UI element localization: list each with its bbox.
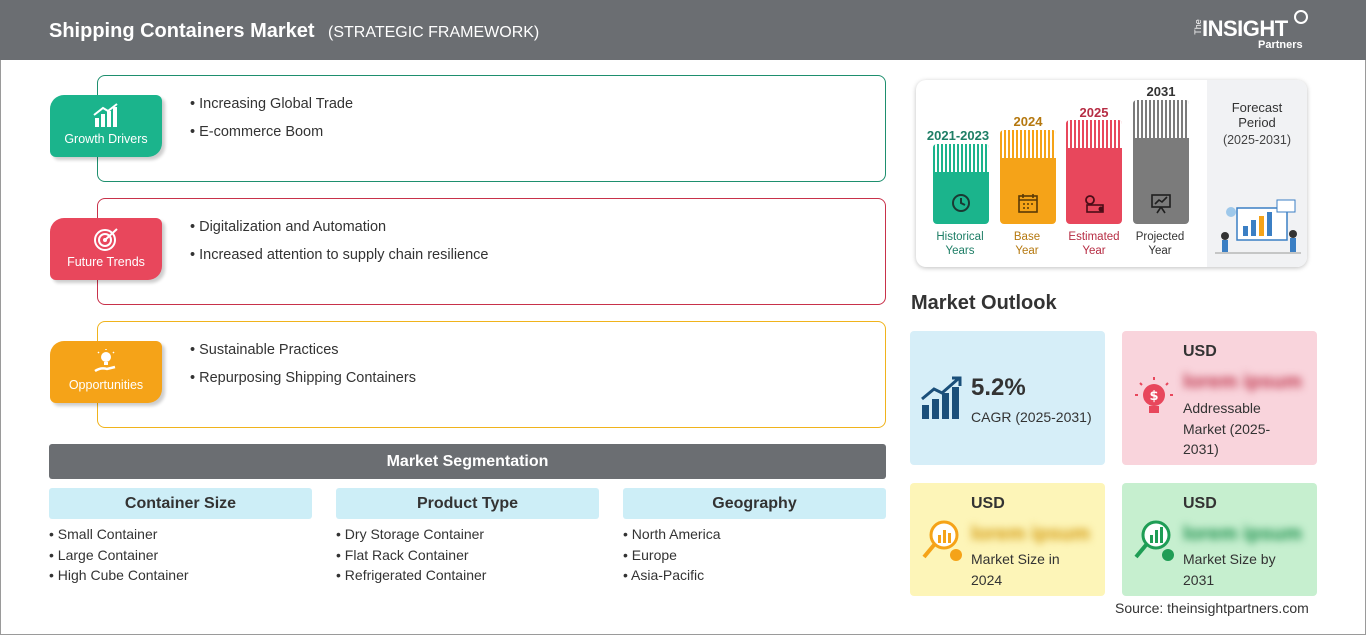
currency-label: USD: [1183, 343, 1217, 360]
money-lightbulb-icon: $: [1135, 377, 1173, 413]
list-item: Small Container: [49, 526, 312, 547]
page-title: Shipping Containers Market: [49, 20, 315, 42]
currency-label: USD: [1183, 495, 1217, 512]
logo-magnifier-icon: [1294, 10, 1308, 24]
market-outlook-title: Market Outlook: [911, 292, 1057, 314]
lightbulb-hand-icon: [94, 349, 116, 373]
estimate-gear-icon: [1085, 195, 1104, 213]
presentation-icon: [1151, 194, 1171, 214]
segmentation-header: Market Segmentation: [49, 444, 886, 479]
rising-bars-icon: [921, 376, 962, 419]
magnifier-growth-icon: [1134, 520, 1174, 561]
list-item: Increased attention to supply chain resi…: [190, 247, 488, 263]
future-trends-card: Digitalization and Automation Increased …: [97, 198, 886, 305]
history-icon: [952, 194, 970, 212]
calendar-icon: [1018, 194, 1038, 213]
opportunities-card: Sustainable Practices Repurposing Shippi…: [97, 321, 886, 428]
target-icon: [94, 228, 118, 251]
magnifier-chart-icon: [922, 520, 962, 561]
timeline-bar-historical: [933, 144, 989, 224]
forecast-range: (2025-2031): [1222, 133, 1292, 147]
growth-drivers-label: Growth Drivers: [64, 132, 148, 146]
header-bar: Shipping Containers Market (STRATEGIC FR…: [0, 0, 1366, 60]
blurred-value: lorem ipsum: [1183, 523, 1302, 545]
growth-chart-icon: [93, 103, 118, 127]
opportunities-label: Opportunities: [68, 378, 144, 392]
future-trends-list: Digitalization and Automation Increased …: [190, 219, 488, 275]
insight-partners-logo[interactable]: The INSIGHT Partners: [1190, 10, 1310, 54]
source-credit: Source: theinsightpartners.com: [1115, 600, 1309, 616]
list-item: Refrigerated Container: [336, 567, 599, 588]
list-item: Dry Storage Container: [336, 526, 599, 547]
cagr-label: CAGR (2025-2031): [971, 409, 1092, 425]
future-trends-tag: Future Trends: [50, 218, 162, 280]
segment-heading: Container Size: [49, 488, 312, 519]
logo-partners: Partners: [1258, 39, 1303, 51]
segment-product-type: Product Type Dry Storage Container Flat …: [336, 488, 599, 588]
growth-drivers-card: Increasing Global Trade E-commerce Boom: [97, 75, 886, 182]
list-item: High Cube Container: [49, 567, 312, 588]
cagr-card: 5.2% CAGR (2025-2031): [910, 331, 1105, 465]
opportunities-tag: Opportunities: [50, 341, 162, 403]
list-item: Flat Rack Container: [336, 547, 599, 568]
analytics-illustration-icon: [1215, 199, 1301, 254]
blurred-value: lorem ipsum: [971, 523, 1090, 545]
list-item: Sustainable Practices: [190, 342, 416, 358]
cagr-value: 5.2%: [971, 374, 1026, 401]
list-item: Repurposing Shipping Containers: [190, 370, 416, 386]
list-item: Europe: [623, 547, 886, 568]
blurred-value: lorem ipsum: [1183, 371, 1302, 393]
list-item: Large Container: [49, 547, 312, 568]
timeline-bar-projected: [1133, 100, 1189, 224]
timeline-bar-base: [1000, 130, 1056, 224]
timeline-bar-estimated: [1066, 120, 1122, 224]
future-trends-label: Future Trends: [67, 255, 145, 269]
timeline-year: 2024: [1013, 114, 1043, 129]
page-subtitle: (STRATEGIC FRAMEWORK): [328, 24, 540, 41]
svg-text:$: $: [1149, 389, 1158, 404]
growth-drivers-tag: Growth Drivers: [50, 95, 162, 157]
opportunities-list: Sustainable Practices Repurposing Shippi…: [190, 342, 416, 398]
growth-drivers-list: Increasing Global Trade E-commerce Boom: [190, 96, 353, 152]
list-item: North America: [623, 526, 886, 547]
logo-insight: INSIGHT: [1202, 16, 1288, 41]
list-item: Asia-Pacific: [623, 567, 886, 588]
segment-container-size: Container Size Small Container Large Con…: [49, 488, 312, 588]
timeline-year: 2021-2023: [926, 128, 990, 143]
list-item: Digitalization and Automation: [190, 219, 488, 235]
segment-heading: Geography: [623, 488, 886, 519]
currency-label: USD: [971, 495, 1005, 512]
segment-geography: Geography North America Europe Asia-Paci…: [623, 488, 886, 588]
list-item: Increasing Global Trade: [190, 96, 353, 112]
segment-heading: Product Type: [336, 488, 599, 519]
list-item: E-commerce Boom: [190, 124, 353, 140]
timeline-year: 2025: [1079, 105, 1109, 120]
timeline-year: 2031: [1146, 84, 1176, 99]
